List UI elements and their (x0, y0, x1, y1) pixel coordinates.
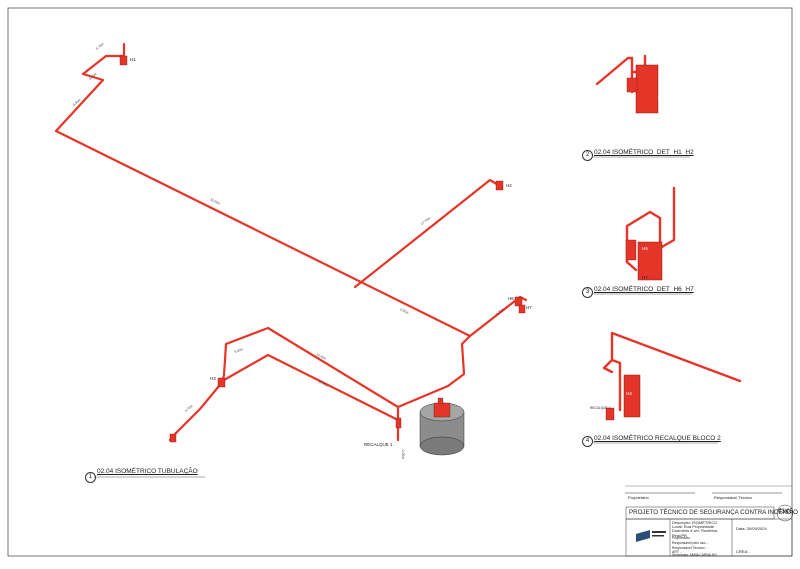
detail-h6-h7 (625, 186, 676, 272)
art-field: ART: - (672, 550, 682, 554)
svg-text:14,20m: 14,20m (318, 379, 330, 388)
company-logo (636, 530, 666, 542)
project-title: PROJETO TÉCNICO DE SEGURANÇA CONTRA INCÊ… (629, 509, 798, 516)
svg-text:6,50m: 6,50m (400, 307, 410, 315)
sheet-border (7, 7, 793, 557)
view-1-number: 1 (85, 472, 96, 483)
sheet-number: 03/05 (778, 509, 794, 515)
hydrant-h3-label: H3 (210, 376, 216, 381)
hydrant-boxes (119, 55, 526, 443)
view-4-title: 02.04 ISOMÉTRICO RECALQUE BLOCO 2 (594, 435, 721, 442)
detail-h2-label: H2 (658, 95, 664, 100)
detail-h3-label: H3 (626, 391, 632, 396)
dimension-notes: 0,70m 0,60m 6,50m 32,00m 17,70m 6,50m 1,… (72, 42, 505, 459)
svg-text:5,60m: 5,60m (234, 347, 244, 354)
view-2-title: 02.04 ISOMÉTRICO_DET_H1_H2 (594, 149, 694, 156)
svg-text:0,70m: 0,70m (95, 42, 105, 51)
hydrant-h2-label: H2 (506, 183, 512, 188)
owner-signature-label: Proprietário (628, 495, 649, 500)
detail2-cabinet (635, 64, 659, 114)
detail-recalque (602, 331, 742, 412)
hydrant-h4-box (169, 433, 177, 443)
detail-h6-label: H6 (642, 246, 648, 251)
crea-field: CREA: - (736, 549, 751, 554)
date-field: Data: 30/09/2024 (736, 526, 767, 531)
svg-text:1,00m: 1,00m (401, 450, 405, 459)
engineer-signature-label: Responsável Técnico (714, 495, 753, 500)
svg-text:1,25m: 1,25m (495, 307, 505, 316)
hydrant-h3-box (217, 377, 226, 388)
view-2-number: 2 (582, 150, 593, 161)
detail4-cabinet (623, 374, 641, 418)
view-3-number: 3 (582, 287, 593, 298)
recalque-detail-label: RECALQUE 1 (590, 406, 611, 410)
view-4-number: 4 (582, 436, 593, 447)
hydrant-h7-box (518, 304, 526, 314)
water-tank (419, 397, 465, 456)
hydrant-h7-label: H7 (526, 305, 532, 310)
view-1-title: 02.04 ISOMÉTRICO TUBULAÇÃO (97, 468, 198, 475)
detail3-cabinet (637, 241, 663, 281)
description-field: Descrição: ISOMÉTRICO (672, 520, 718, 525)
main-piping (54, 42, 528, 442)
recalque-box (395, 417, 402, 429)
hydrant-h2-box (495, 180, 504, 191)
title-block-frame (625, 492, 794, 557)
svg-text:0,60m: 0,60m (88, 72, 98, 81)
svg-text:12,40m: 12,40m (316, 352, 328, 361)
owner-field: Proprietário: - (672, 536, 693, 540)
hydrant-h1-label: H1 (130, 57, 136, 62)
svg-text:32,00m: 32,00m (210, 197, 222, 206)
hydrant-h1-box (119, 55, 128, 66)
hydrant-h6-label: H6 (508, 296, 514, 301)
drafter-field: Desenhista: FABIA CARVALHO (672, 553, 717, 557)
view-3-title: 02.04 ISOMÉTRICO_DET_H6_H7 (594, 286, 694, 293)
recalque-label: RECALQUE 1 (364, 442, 393, 447)
technical-responsible-field: Responsável Técnico: - (672, 546, 708, 550)
svg-text:3,70m: 3,70m (184, 404, 194, 413)
detail-h7-label: H7 (642, 275, 648, 280)
svg-text:17,70m: 17,70m (420, 216, 431, 226)
location-field: Local: Rua Propriedade Dueméris # s/n, R… (672, 524, 719, 538)
usage-responsible-field: Responsável pelo uso: - (672, 541, 709, 545)
hydrant-h6-box (514, 296, 523, 307)
svg-text:6,50m: 6,50m (72, 98, 82, 107)
